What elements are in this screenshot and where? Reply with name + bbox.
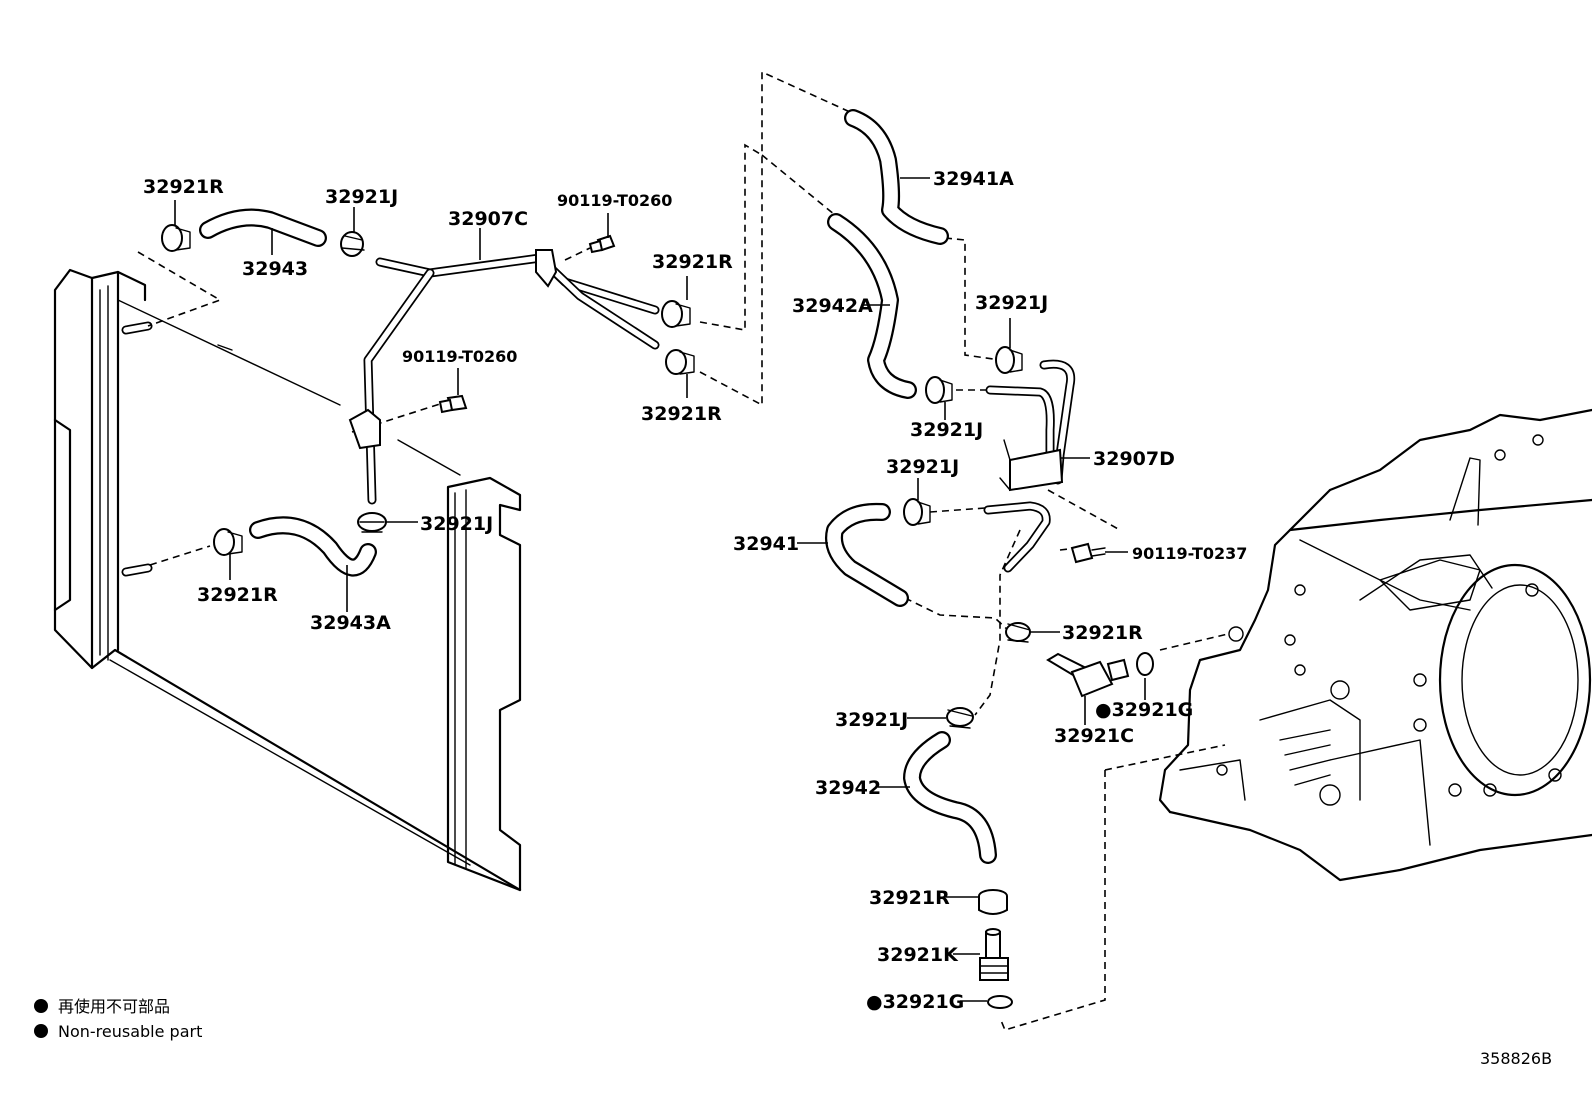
label-90119-t0260: 90119-T0260 xyxy=(557,191,672,210)
hose-32942 xyxy=(903,731,997,864)
label-32921j: 32921J xyxy=(835,709,908,731)
label-32941: 32941 xyxy=(733,533,799,555)
bullet-icon xyxy=(34,1024,48,1038)
label-32943: 32943 xyxy=(242,258,308,280)
clamp-32921r-mid-right-a xyxy=(661,300,691,328)
figure-id: 358826B xyxy=(1480,1049,1552,1068)
label-32921j: 32921J xyxy=(420,513,493,535)
label-32921c: 32921C xyxy=(1054,725,1134,747)
label-32921j: 32921J xyxy=(325,186,398,208)
pipe-32907c xyxy=(348,249,660,505)
label-32942a: 32942A xyxy=(792,295,873,317)
hose-32941 xyxy=(825,502,909,607)
clamp-32921r-top-left xyxy=(161,224,191,252)
label-32921r: 32921R xyxy=(641,403,722,425)
transaxle-housing xyxy=(1158,408,1592,882)
legend-line-english: Non-reusable part xyxy=(58,1022,202,1041)
legend: 再使用不可部品 Non-reusable part xyxy=(34,997,202,1041)
label-32941a: 32941A xyxy=(933,168,1014,190)
clamp-32921j-hose-32941 xyxy=(903,498,931,526)
clamp-32921r-mid-right-b xyxy=(665,349,695,375)
label-32942: 32942 xyxy=(815,777,881,799)
label-32921g-nonreusable: ●32921G xyxy=(866,991,964,1013)
clamp-32921r-lower-left xyxy=(213,528,243,556)
hose-32943 xyxy=(199,208,327,247)
label-32921r: 32921R xyxy=(869,887,950,909)
label-32943a: 32943A xyxy=(310,612,391,634)
bullet-icon xyxy=(34,999,48,1013)
label-32921r: 32921R xyxy=(197,584,278,606)
hose-32941a xyxy=(844,109,949,245)
bolt-90119-t0260-top xyxy=(564,234,616,261)
clamp-32921j-lower-left xyxy=(357,512,387,533)
clamp-32921j-top xyxy=(340,231,365,257)
label-32921k: 32921K xyxy=(877,944,959,966)
clamp-32921j-upper-right xyxy=(995,346,1023,374)
leader-lines xyxy=(174,177,1146,1002)
part-labels: 32921R 32921J 32907C 90119-T0260 32943 3… xyxy=(143,168,1247,1013)
label-32921r: 32921R xyxy=(1062,622,1143,644)
legend-line-japanese: 再使用不可部品 xyxy=(58,997,170,1016)
hose-32942a xyxy=(827,213,917,399)
bolt-90119-t0237 xyxy=(1070,542,1106,564)
bolt-90119-t0260-mid xyxy=(438,394,468,414)
label-32921g-nonreusable: ●32921G xyxy=(1095,699,1193,721)
pipe-32907d xyxy=(983,359,1076,573)
label-32921r: 32921R xyxy=(143,176,224,198)
clamp-32921j-middle xyxy=(925,376,953,404)
hose-32943a xyxy=(249,516,377,577)
label-32907c: 32907C xyxy=(448,208,528,230)
label-90119-t0237: 90119-T0237 xyxy=(1132,544,1247,563)
label-32907d: 32907D xyxy=(1093,448,1175,470)
fitting-32921k xyxy=(978,889,1013,1009)
clamp-32921j-lower-center xyxy=(946,707,974,729)
label-32921j: 32921J xyxy=(975,292,1048,314)
label-90119-t0260: 90119-T0260 xyxy=(402,347,517,366)
clamp-32921r-lower-center xyxy=(1005,622,1031,643)
label-32921r: 32921R xyxy=(652,251,733,273)
fitting-32921c xyxy=(1046,652,1154,698)
radiator xyxy=(53,268,522,892)
label-32921j: 32921J xyxy=(910,419,983,441)
label-32921j: 32921J xyxy=(886,456,959,478)
